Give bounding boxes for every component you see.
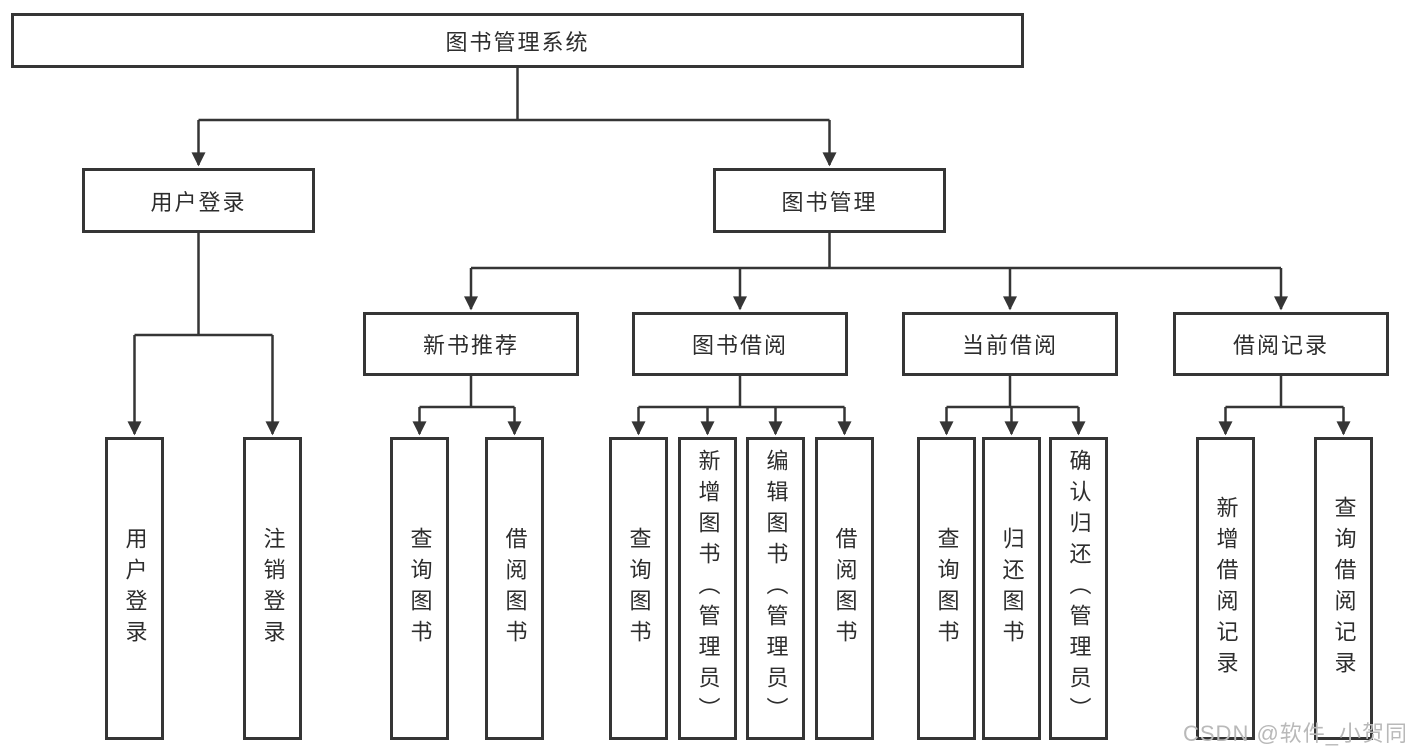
leaf-borrow-books-recommend-label: 借阅图书 bbox=[502, 526, 528, 651]
leaf-query-books-current: 查询图书 bbox=[917, 437, 976, 740]
connector-book-borrow-children bbox=[631, 376, 852, 436]
connector-book-mgmt-children bbox=[464, 233, 1288, 311]
csdn-watermark: CSDN @软件_小贺同学 bbox=[1183, 721, 1405, 746]
leaf-return-books-label: 归还图书 bbox=[999, 526, 1025, 651]
node-new-book-recommend: 新书推荐 bbox=[363, 312, 579, 376]
leaf-query-books-recommend: 查询图书 bbox=[390, 437, 449, 740]
node-borrow-records: 借阅记录 bbox=[1173, 312, 1389, 376]
leaf-edit-book-admin: 编辑图书（管理员） bbox=[746, 437, 805, 740]
leaf-confirm-return-admin-label: 确认归还（管理员） bbox=[1066, 449, 1092, 728]
connector-borrow-records-children bbox=[1218, 376, 1351, 436]
leaf-logout-label: 注销登录 bbox=[260, 526, 286, 651]
leaf-borrow-books-label: 借阅图书 bbox=[832, 526, 858, 651]
node-book-management-label: 图书管理 bbox=[781, 189, 878, 215]
leaf-logout: 注销登录 bbox=[243, 437, 302, 740]
leaf-add-book-admin: 新增图书（管理员） bbox=[678, 437, 737, 740]
node-current-borrowing-label: 当前借阅 bbox=[961, 333, 1058, 358]
leaf-add-book-admin-label: 新增图书（管理员） bbox=[695, 449, 721, 728]
leaf-query-books-borrow: 查询图书 bbox=[609, 437, 668, 740]
leaf-user-login: 用户登录 bbox=[105, 437, 164, 740]
leaf-confirm-return-admin: 确认归还（管理员） bbox=[1049, 437, 1108, 740]
node-user-login-label: 用户登录 bbox=[150, 189, 247, 215]
node-book-management: 图书管理 bbox=[713, 168, 946, 233]
connector-new-books-children bbox=[412, 376, 522, 436]
leaf-add-borrow-record: 新增借阅记录 bbox=[1196, 437, 1255, 740]
node-new-book-recommend-label: 新书推荐 bbox=[422, 333, 519, 358]
connector-current-borrow-children bbox=[939, 376, 1086, 436]
leaf-query-books-borrow-label: 查询图书 bbox=[626, 526, 652, 651]
leaf-query-books-current-label: 查询图书 bbox=[934, 526, 960, 651]
leaf-add-borrow-record-label: 新增借阅记录 bbox=[1213, 495, 1239, 682]
leaf-query-books-recommend-label: 查询图书 bbox=[407, 526, 433, 651]
leaf-borrow-books-recommend: 借阅图书 bbox=[485, 437, 544, 740]
leaf-user-login-label: 用户登录 bbox=[122, 526, 148, 651]
leaf-query-borrow-record: 查询借阅记录 bbox=[1314, 437, 1373, 740]
leaf-return-books: 归还图书 bbox=[982, 437, 1041, 740]
node-library-system-label: 图书管理系统 bbox=[445, 29, 590, 55]
connector-root-to-level2 bbox=[191, 68, 837, 167]
leaf-borrow-books: 借阅图书 bbox=[815, 437, 874, 740]
node-current-borrowing: 当前借阅 bbox=[902, 312, 1118, 376]
leaf-query-borrow-record-label: 查询借阅记录 bbox=[1331, 495, 1357, 682]
connector-user-login-children bbox=[127, 233, 280, 436]
node-book-borrowing: 图书借阅 bbox=[632, 312, 848, 376]
node-book-borrowing-label: 图书借阅 bbox=[691, 333, 788, 358]
node-user-login: 用户登录 bbox=[82, 168, 315, 233]
node-library-system: 图书管理系统 bbox=[11, 13, 1024, 68]
leaf-edit-book-admin-label: 编辑图书（管理员） bbox=[763, 449, 789, 728]
node-borrow-records-label: 借阅记录 bbox=[1232, 333, 1329, 358]
